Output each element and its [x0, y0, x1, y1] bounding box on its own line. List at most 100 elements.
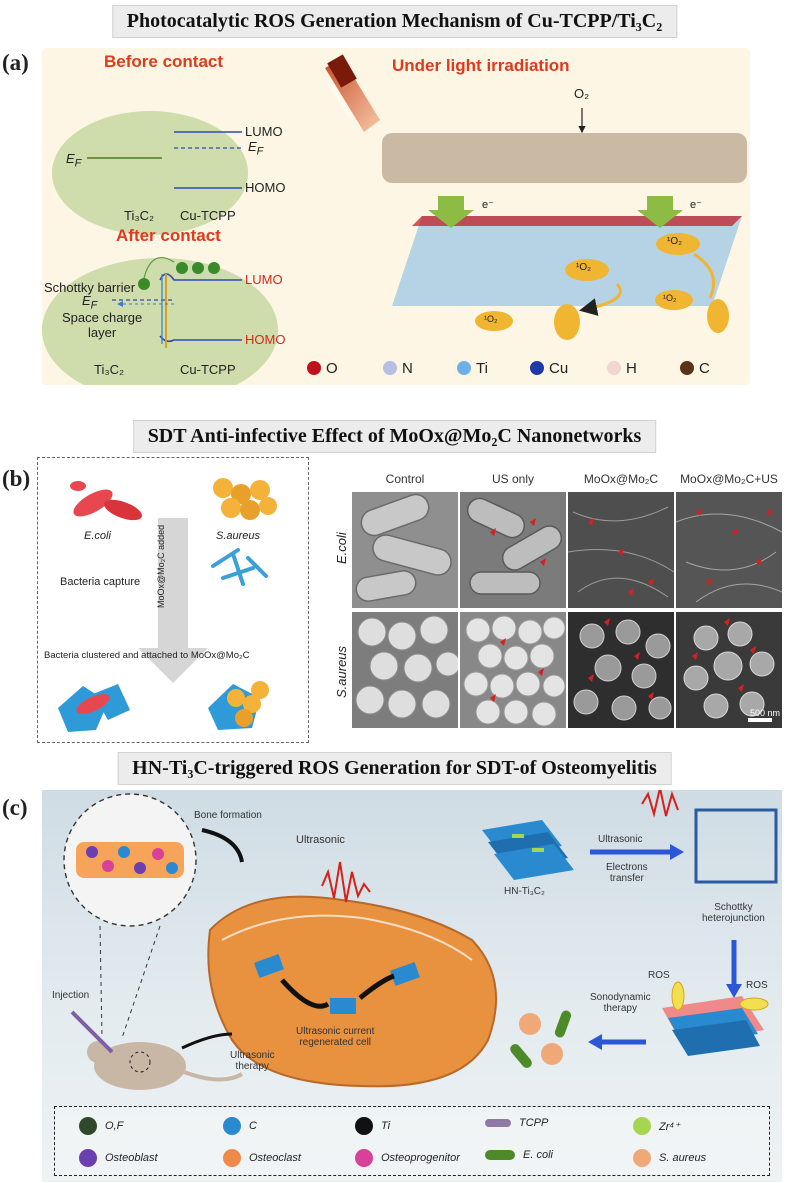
process-arrow: [358, 973, 395, 1000]
legend-item-zr: Zr⁴⁺: [633, 1117, 680, 1135]
process-arrow: [726, 984, 742, 998]
legend-label: S. aureus: [659, 1152, 707, 1164]
atom-legend-dots: [307, 361, 694, 375]
space-charge-line-2: layer: [88, 325, 117, 340]
ultrasonic-therapy-label: Ultrasonic therapy: [230, 1050, 274, 1072]
lumo-label-before: LUMO: [245, 124, 283, 139]
therapy-arrow: [181, 1032, 233, 1050]
after-contact-ellipse: [42, 258, 278, 385]
sem-col-moox-us: MoOx@Mo₂C+US: [680, 472, 778, 486]
mouse-ear: [87, 1041, 109, 1063]
nanonetwork-sticks: [211, 548, 268, 586]
ecoli-cluster: [70, 481, 142, 521]
sem-col-moox: MoOx@Mo₂C: [583, 472, 659, 486]
schottky-line-1: Schottky: [714, 902, 753, 913]
electron-label: e⁻: [482, 199, 494, 211]
sem-ecoli-moox-us: [676, 492, 782, 608]
space-charge-label: Space charge layer: [62, 310, 142, 340]
electron-dot: [176, 262, 188, 274]
ultrasonic-current-line-2: regenerated cell: [299, 1037, 372, 1048]
homo-label-before: HOMO: [245, 180, 286, 195]
sem-ecoli-control: [352, 492, 458, 608]
electrons-transfer-label: Electrons transfer: [606, 862, 648, 884]
osteoprogenitor-icon: [355, 1149, 373, 1167]
schottky-heterojunction-label: Schottky heterojunction: [702, 902, 765, 924]
electron-dot: [208, 262, 220, 274]
cutcpp-layer: [382, 133, 747, 183]
saureus-cell: [541, 1043, 563, 1065]
sem-ecoli-us-only: [460, 492, 566, 608]
legend-label: TCPP: [519, 1117, 549, 1129]
lumo-level-after: [159, 273, 242, 281]
ultrasonic-current-line-1: Ultrasonic current: [296, 1026, 375, 1037]
singlet-oxygen-oval: [475, 311, 513, 331]
legend-item-osteoclast: Osteoclast: [223, 1149, 301, 1167]
o2-label: O₂: [574, 86, 590, 101]
scale-bar-label: 500 nm: [750, 708, 781, 718]
electrons-transfer-line-1: Electrons: [606, 862, 648, 873]
of-icon: [79, 1117, 97, 1135]
ef-label-cutcpp: EF: [248, 139, 263, 158]
singlet-oxygen-oval: [656, 233, 700, 255]
legend-ti: Ti: [476, 360, 488, 377]
ecoli-icon: [485, 1150, 515, 1160]
ultrasonic-wave: [321, 861, 371, 903]
process-arrow: [588, 1034, 602, 1050]
panel-c-letter: (c): [2, 795, 28, 820]
legend-n: N: [402, 360, 413, 377]
panel-c-graphics: [63, 790, 778, 1090]
under-light-heading: Under light irradiation: [392, 56, 570, 75]
sem-saureus-us-only: [460, 612, 566, 728]
bacteria-capture-label: Bacteria capture: [60, 576, 141, 588]
sem-saureus-moox: [568, 612, 674, 728]
panel-b-letter: (b): [2, 466, 31, 491]
electron-flow-arrow: [143, 257, 175, 279]
bacteria-capture-schematic: E.coli S.aureus Bacteria capture MoOx@Mo…: [37, 457, 309, 743]
legend-item-ecoli: E. coli: [485, 1149, 553, 1161]
legend-label: Osteoblast: [105, 1152, 158, 1164]
ti3c2-label-after: Ti₃C₂: [94, 362, 125, 377]
osteoclast-icon: [223, 1149, 241, 1167]
saureus-cell: [519, 1013, 541, 1035]
ros-oval: [739, 997, 769, 1011]
singlet-oxygen-oval: [554, 304, 580, 340]
hn-ti3c2-label: HN-Ti₃C₂: [504, 886, 545, 897]
legend-label: Ti: [381, 1120, 391, 1132]
ultrasonic-label: Ultrasonic: [296, 834, 345, 846]
sonodynamic-line-1: Sonodynamic: [590, 992, 651, 1003]
singlet-oxygen-label: ¹O₂: [576, 262, 591, 273]
schottky-barrier-label: Schottky barrier: [44, 280, 136, 295]
ef-e: E: [248, 139, 257, 154]
ef-label-after: EF: [82, 293, 97, 312]
lumo-label-after: LUMO: [245, 272, 283, 287]
singlet-oxygen-oval: [655, 290, 693, 310]
ultrasonic-therapy-line-1: Ultrasonic: [230, 1050, 275, 1061]
before-contact-heading: Before contact: [104, 52, 224, 71]
saureus-cluster: [213, 478, 277, 520]
ultrasonic-wave-2: [641, 790, 679, 818]
legend-item-of: O,F: [79, 1117, 123, 1135]
process-arrow: [138, 518, 208, 683]
magnified-cells: [86, 846, 178, 874]
saureus-attached: [208, 681, 269, 730]
legend-label: Zr⁴⁺: [659, 1120, 680, 1133]
injection-site: [129, 1051, 151, 1073]
saureus-label: S.aureus: [216, 530, 261, 542]
legend-cu: Cu: [549, 360, 569, 377]
sem-ecoli-moox: [568, 492, 674, 608]
hn-ti3c2-sheet: [330, 998, 356, 1014]
sem-saureus-control: [352, 612, 458, 728]
legend-label: Osteoclast: [249, 1152, 301, 1164]
ultrasonic-current-label: Ultrasonic current regenerated cell: [296, 1026, 374, 1048]
panel-a: Before contact After contact Under light…: [42, 48, 750, 385]
legend-label: O,F: [105, 1120, 124, 1132]
electron-dot: [138, 278, 150, 290]
moox-added-label: MoOx@Mo₂C added: [156, 524, 166, 608]
legend-item-saureus: S. aureus: [633, 1149, 706, 1167]
space-charge-line-1: Space charge: [62, 310, 143, 325]
ros-oval: [671, 981, 685, 1011]
cutcpp-label-after: Cu-TCPP: [180, 362, 236, 377]
ti-icon: [355, 1117, 373, 1135]
panel-c: Bone formation Ultrasonic Injection Ultr…: [42, 790, 782, 1182]
electron-label: e⁻: [690, 199, 702, 211]
